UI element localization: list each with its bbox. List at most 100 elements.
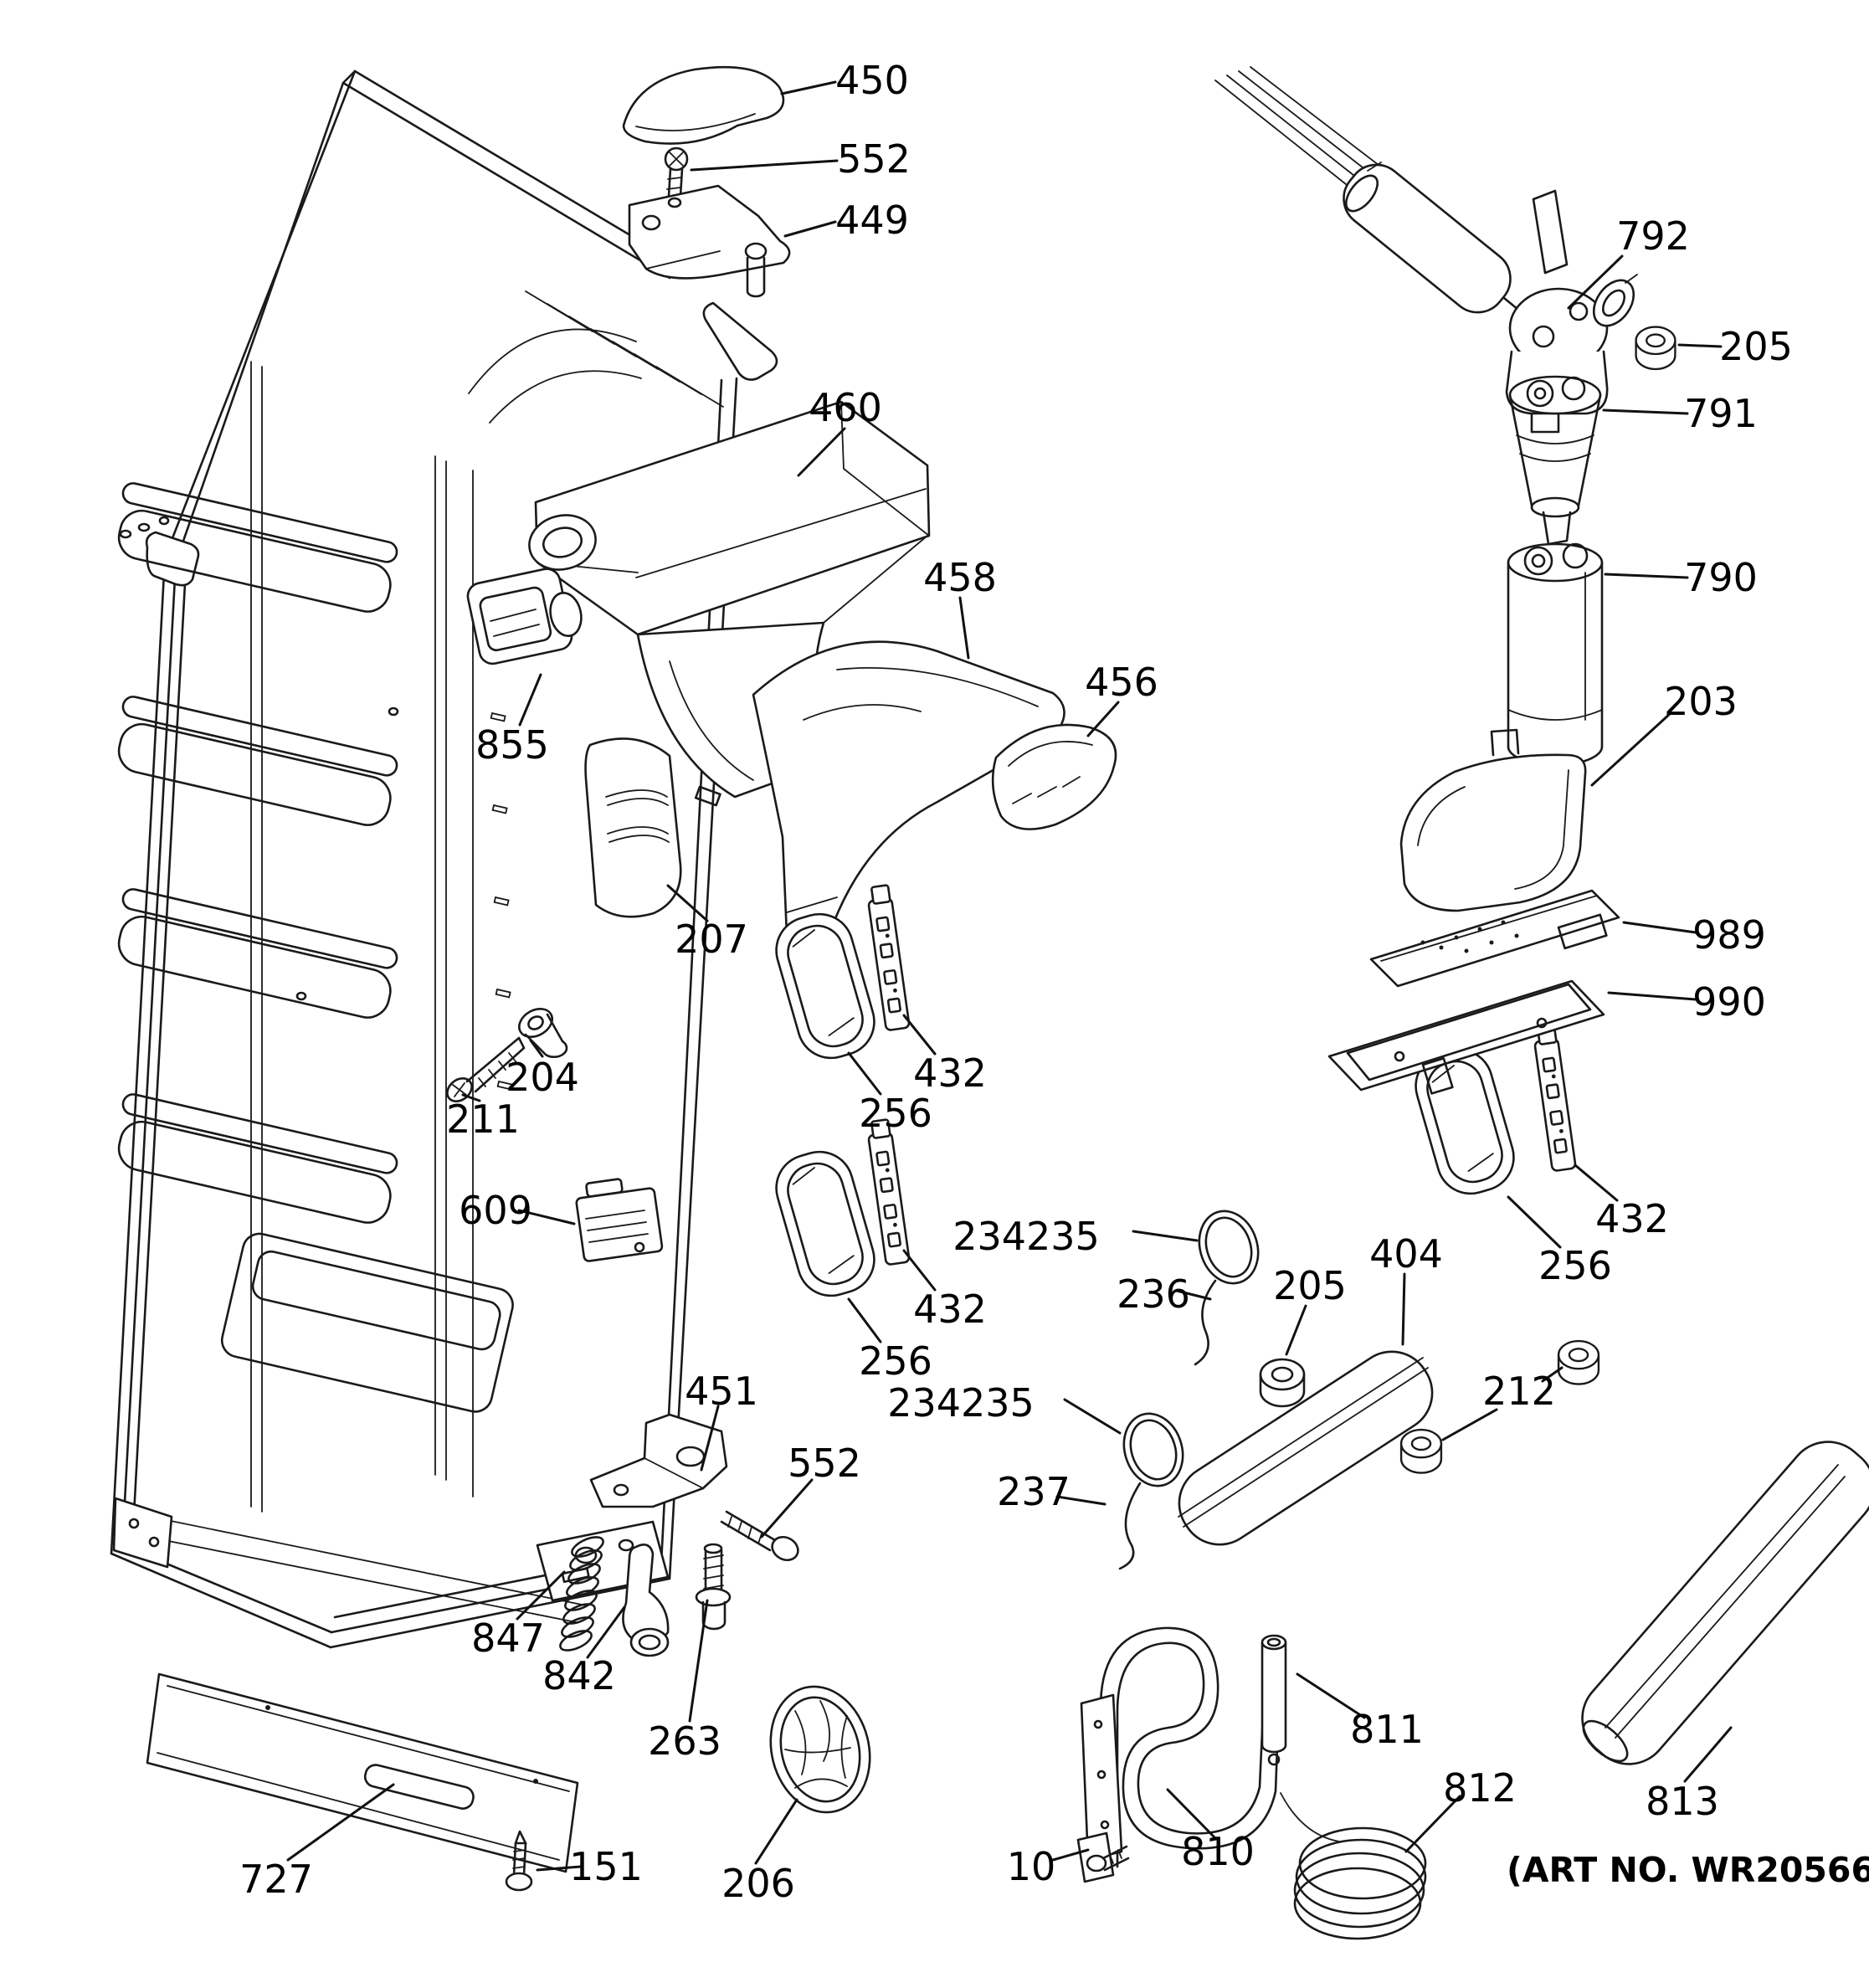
leader-451: [700, 1405, 720, 1472]
callout-234235-lower: 234235: [887, 1380, 1035, 1426]
callout-813: 813: [1646, 1779, 1719, 1824]
leader-609: [517, 1209, 576, 1225]
callout-256-upper: 256: [859, 1091, 932, 1136]
leader-234235-lower: [1063, 1398, 1122, 1435]
part-206-vent-grille: [769, 1685, 871, 1814]
part-205-grommet-filter: [1635, 326, 1676, 371]
leader-432-upper: [902, 1014, 937, 1056]
leader-432-right: [1574, 1164, 1619, 1202]
leader-792: [1567, 254, 1624, 310]
callout-205-filter: 205: [1719, 324, 1793, 369]
part-813-cover: [1581, 1441, 1869, 1765]
callout-855: 855: [475, 722, 549, 768]
part-205-grommet-mid: [1259, 1358, 1306, 1408]
leader-460: [797, 427, 846, 477]
part-449-hinge-bracket: [628, 184, 791, 298]
leader-811: [1296, 1672, 1366, 1719]
callout-847: 847: [471, 1616, 545, 1661]
callout-432-upper: 432: [913, 1051, 987, 1096]
callout-989: 989: [1692, 912, 1766, 958]
callout-460: 460: [809, 385, 882, 430]
leader-205-mid: [1285, 1304, 1307, 1356]
callout-256-mid: 256: [859, 1338, 932, 1384]
callout-211: 211: [446, 1097, 520, 1142]
part-151-screw: [505, 1830, 533, 1892]
part-855-damper: [466, 568, 583, 665]
callout-432-mid: 432: [913, 1287, 987, 1332]
part-204-spacer: [518, 1007, 568, 1058]
part-212-grommet-lower: [1399, 1428, 1443, 1474]
part-203-filter-cover: [1399, 728, 1587, 912]
part-263-stud: [695, 1543, 732, 1631]
leader-790: [1604, 573, 1689, 579]
leader-456: [1086, 701, 1120, 737]
leader-450: [780, 80, 837, 95]
leader-810: [1166, 1788, 1217, 1840]
leader-211: [461, 1093, 481, 1102]
leader-212: [1541, 1366, 1563, 1383]
leader-151: [536, 1865, 583, 1872]
callout-791: 791: [1684, 391, 1758, 436]
part-256-lens-upper: [767, 905, 884, 1067]
callout-234235-upper: 234235: [952, 1214, 1100, 1259]
leader-813: [1683, 1726, 1733, 1783]
part-234-235-sensor-lower: [1113, 1405, 1194, 1495]
leader-552-top: [690, 159, 839, 172]
part-790-water-filter: [1507, 542, 1604, 767]
leader-727: [286, 1783, 395, 1862]
callout-432-right: 432: [1595, 1196, 1669, 1241]
callout-811: 811: [1350, 1707, 1424, 1752]
callout-236: 236: [1117, 1271, 1190, 1317]
leader-989: [1622, 921, 1697, 934]
door-bin: [117, 1093, 398, 1224]
part-456-trim: [991, 723, 1117, 830]
leader-207: [666, 884, 709, 922]
callout-404: 404: [1369, 1231, 1443, 1277]
callout-206: 206: [721, 1861, 795, 1906]
part-552-screw-top: [664, 146, 689, 228]
leader-847: [516, 1570, 566, 1621]
callout-727: 727: [239, 1857, 313, 1902]
callout-552-top: 552: [837, 136, 911, 182]
callout-10: 10: [1007, 1844, 1056, 1889]
leader-812: [1404, 1795, 1461, 1853]
part-842-lever: [622, 1544, 670, 1657]
callout-204: 204: [506, 1055, 579, 1100]
art-number-text: (ART NO. WR20566 C31: [1507, 1850, 1869, 1890]
callout-812: 812: [1443, 1765, 1517, 1811]
callout-212: 212: [1482, 1369, 1556, 1414]
callout-990: 990: [1692, 979, 1766, 1025]
part-432-led-board-right: [1531, 1024, 1578, 1173]
callout-207: 207: [675, 917, 748, 962]
part-552-screw-lower: [720, 1510, 799, 1562]
leader-205-filter: [1677, 343, 1723, 348]
door-bin: [117, 696, 398, 826]
leader-10: [1051, 1848, 1090, 1862]
leader-552-lower: [760, 1478, 814, 1539]
shelf-slots: [488, 619, 513, 1091]
leader-791: [1602, 408, 1689, 415]
leader-855: [518, 673, 542, 727]
leader-256-mid: [847, 1297, 882, 1343]
callout-203: 203: [1664, 679, 1738, 724]
part-236-sensor-wire: [1194, 1279, 1217, 1366]
part-847-spring: [559, 1536, 604, 1652]
part-450-hinge-cover: [622, 65, 785, 145]
leader-990: [1607, 991, 1697, 1001]
callout-151: 151: [569, 1844, 643, 1889]
leader-458: [958, 596, 970, 660]
leader-842: [586, 1605, 626, 1659]
part-810-tube-assembly: [1076, 1626, 1282, 1883]
leader-237: [1055, 1495, 1107, 1506]
leader-234235-upper: [1132, 1230, 1199, 1242]
callout-792: 792: [1616, 213, 1690, 259]
leader-256-right: [1507, 1195, 1562, 1249]
callout-450: 450: [835, 58, 909, 103]
part-458-duct-cover: [752, 640, 1065, 966]
part-256-lens-mid: [767, 1143, 884, 1305]
callout-842: 842: [542, 1653, 616, 1698]
part-811-tube: [1261, 1634, 1287, 1766]
callout-256-right: 256: [1538, 1243, 1612, 1288]
